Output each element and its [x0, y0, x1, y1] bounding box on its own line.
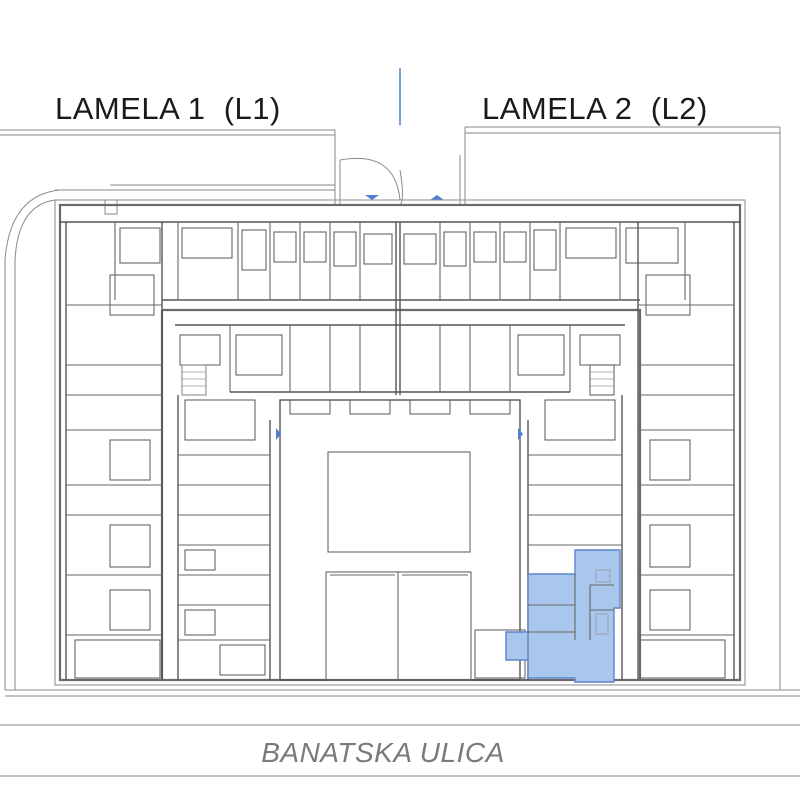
- highlighted-apartment[interactable]: [505, 549, 621, 683]
- street-label: BANATSKA ULICA: [261, 737, 505, 768]
- left-wing-rooms: [65, 222, 271, 680]
- entrance-arrow-icon: [518, 428, 523, 440]
- lamela-1-label: LAMELA 1 (L1): [55, 91, 281, 126]
- entrance-arrow-icon: [276, 428, 281, 440]
- lamela-2-label: LAMELA 2 (L2): [482, 91, 708, 126]
- right-wing-rooms: [474, 222, 735, 680]
- top-wing-rooms: [60, 221, 740, 415]
- entrance-markers: [276, 428, 523, 440]
- site-boundary: [0, 68, 800, 777]
- stair-icons: [181, 364, 614, 396]
- highlighted-apartment-area[interactable]: [505, 549, 621, 683]
